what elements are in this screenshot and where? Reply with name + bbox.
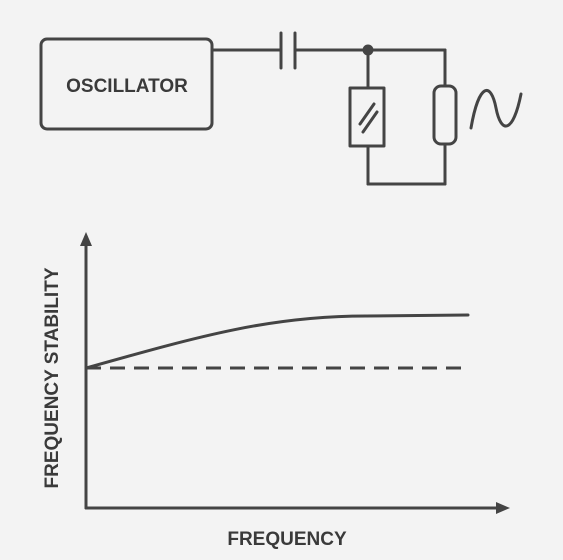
stability-graph: FREQUENCY STABILITY FREQUENCY: [42, 232, 510, 550]
x-axis-arrowhead: [496, 502, 510, 514]
oscillator-box: [39, 37, 214, 131]
x-axis-label: FREQUENCY: [227, 529, 347, 550]
stability-curve-solid: [84, 313, 470, 370]
y-axis-arrowhead: [80, 232, 92, 246]
circuit-schematic: OSCILLATOR: [39, 31, 523, 186]
capacitor-symbol: [279, 31, 297, 70]
sine-wave-icon: [469, 89, 523, 130]
load-element: [432, 84, 458, 146]
crystal-resonator-symbol: [348, 86, 386, 148]
oscillator-label: OSCILLATOR: [66, 76, 188, 97]
y-axis-label: FREQUENCY STABILITY: [42, 267, 63, 488]
